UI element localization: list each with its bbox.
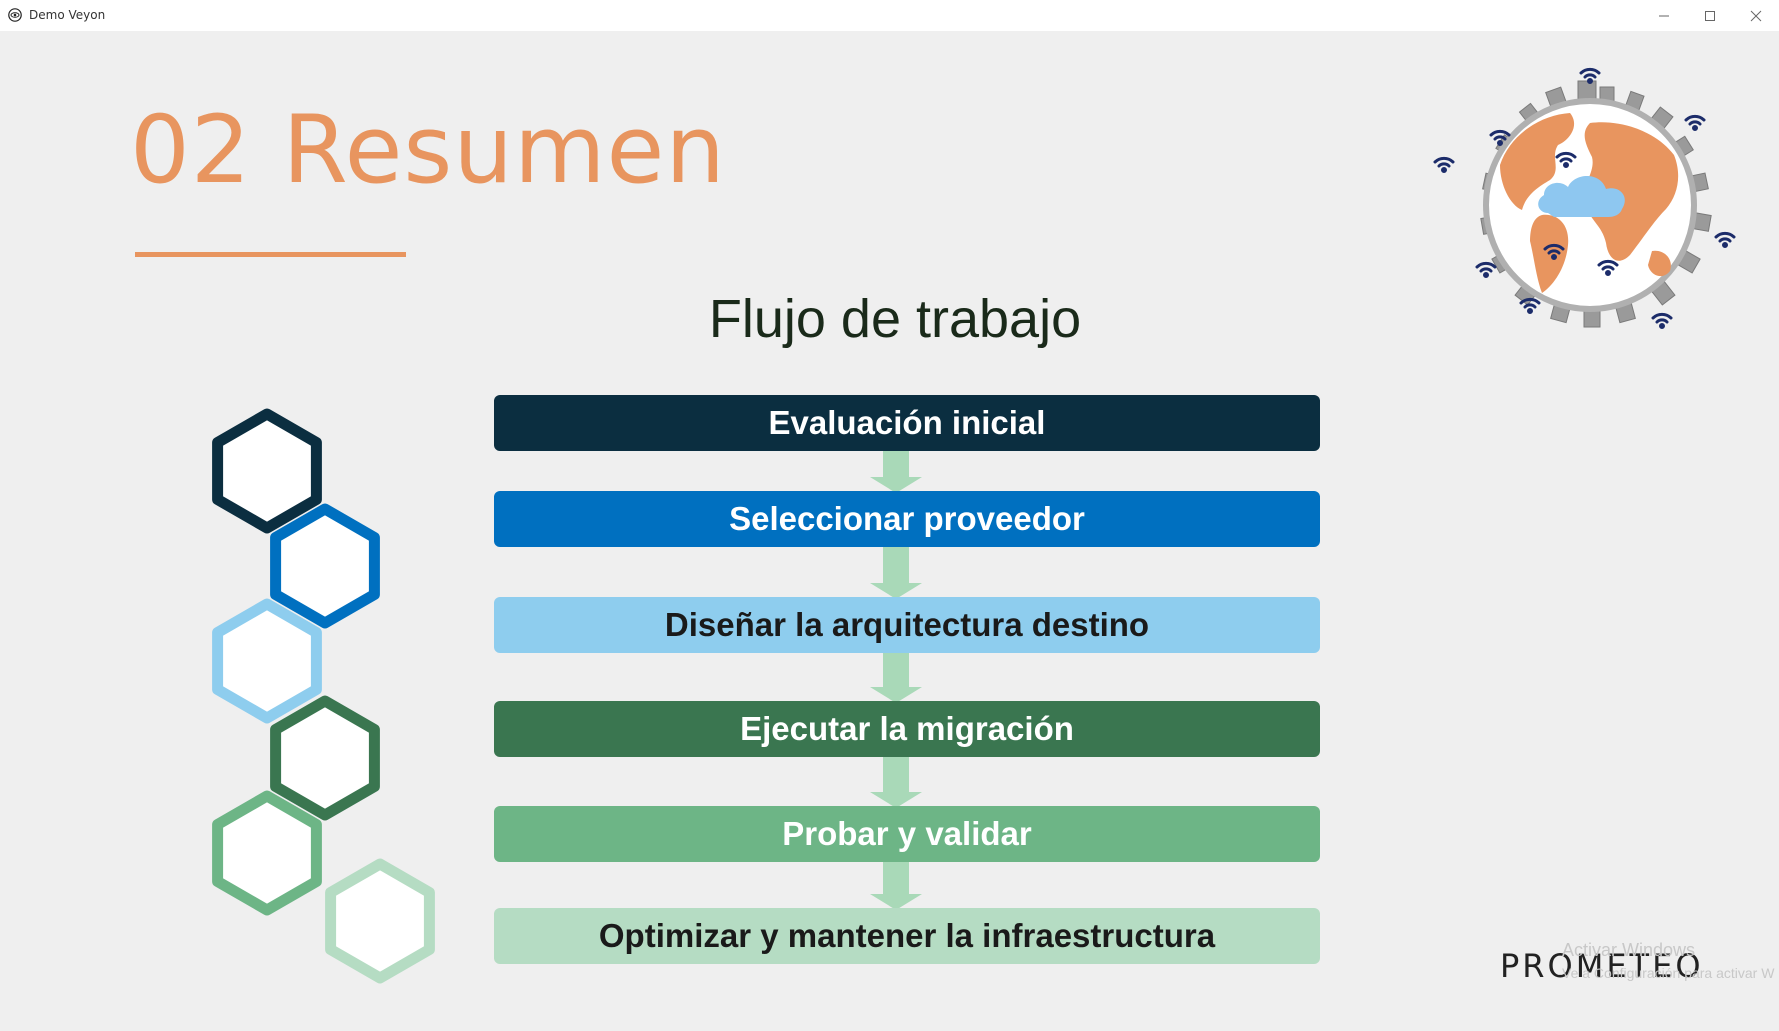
hexagon-shape: [270, 695, 380, 821]
window-title: Demo Veyon: [29, 8, 106, 22]
down-arrow-icon: [870, 753, 922, 808]
hexagon-group: [212, 408, 435, 984]
slide-subtitle: Flujo de trabajo: [708, 289, 1082, 349]
down-arrow-icon: [870, 447, 922, 493]
close-button[interactable]: [1733, 0, 1779, 31]
hexagon-shape: [270, 503, 380, 629]
cloud-icon: [1538, 176, 1625, 217]
workflow-arrows: [870, 447, 922, 910]
step-evaluacion-inicial: Evaluación inicial: [494, 395, 1320, 451]
step-ejecutar-migracion: Ejecutar la migración: [494, 701, 1320, 757]
heading-underline: [135, 252, 406, 257]
hexagon-decoration: [212, 408, 435, 984]
presentation-slide: 02 Resumen Flujo de trabajo: [0, 31, 1779, 1031]
step-probar-validar: Probar y validar: [494, 806, 1320, 862]
activation-watermark-hint: Ve a Configuración para activar W: [1562, 965, 1775, 981]
prometeo-logo: PROMETEO: [1500, 947, 1704, 985]
step-seleccionar-proveedor: Seleccionar proveedor: [494, 491, 1320, 547]
hexagon-shape: [325, 858, 435, 984]
close-icon: [1750, 10, 1762, 21]
workflow-diagram: Evaluación inicial Seleccionar proveedor…: [494, 395, 1320, 1015]
continents: [1500, 113, 1679, 293]
maximize-icon: [1705, 10, 1715, 21]
globe-city-illustration: [1433, 67, 1736, 329]
slide-heading: 02 Resumen: [130, 96, 726, 205]
minimize-icon: [1659, 15, 1669, 16]
down-arrow-icon: [870, 649, 922, 703]
maximize-button[interactable]: [1687, 0, 1733, 31]
down-arrow-icon: [870, 858, 922, 910]
activation-watermark-title: Activar Windows: [1562, 940, 1696, 960]
hexagon-shape: [212, 408, 322, 534]
minimize-button[interactable]: [1641, 0, 1687, 31]
wifi-icons: [1433, 67, 1736, 329]
hexagon-shape: [212, 790, 322, 916]
hexagon-shape: [212, 598, 322, 724]
eye-icon: [8, 8, 22, 22]
window-titlebar: Demo Veyon: [0, 0, 1779, 32]
step-disenar-arquitectura: Diseñar la arquitectura destino: [494, 597, 1320, 653]
step-optimizar-mantener: Optimizar y mantener la infraestructura: [494, 908, 1320, 964]
down-arrow-icon: [870, 543, 922, 599]
